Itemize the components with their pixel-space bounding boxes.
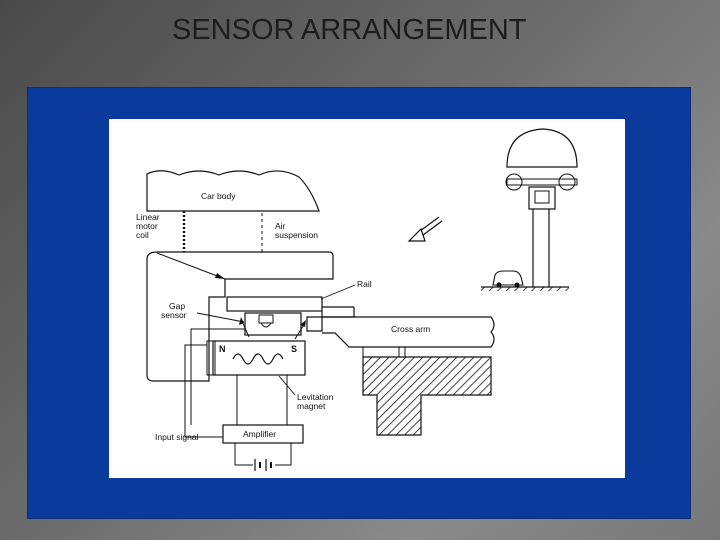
air-suspension-label-1: Air [275, 221, 286, 231]
levitation-magnet-label-1: Levitation [297, 392, 334, 402]
linear-motor-label-2: motor [136, 221, 158, 231]
input-signal-label: Input signal [155, 432, 199, 442]
bogie-frame [146, 251, 334, 382]
magnet-coil [232, 353, 284, 365]
amplifier-label: Amplifier [243, 429, 276, 439]
pole-s-label: S [291, 344, 297, 354]
rail [226, 296, 323, 312]
linear-motor-label-3: coil [136, 230, 149, 240]
guideway-support [362, 356, 492, 436]
gap-sensor-label-2: sensor [161, 310, 187, 320]
car-body-label: Car body [201, 191, 236, 201]
slide-title: SENSOR ARRANGEMENT [172, 14, 527, 46]
cross-arm-label: Cross arm [391, 324, 430, 334]
gap-sensor-box [244, 312, 302, 336]
amplifier-box [222, 424, 304, 444]
maglev-sensor-diagram: Car body Linear motor coil Air suspensio… [136, 128, 578, 471]
cross-arm [322, 316, 495, 348]
diagram-frame: Car body Linear motor coil Air suspensio… [109, 119, 625, 478]
view-direction-arrow [407, 216, 443, 242]
levitation-magnet [212, 340, 306, 376]
rail-label: Rail [357, 279, 372, 289]
pole-n-label: N [219, 344, 226, 354]
linear-motor-label-1: Linear [136, 212, 160, 222]
levitation-magnet-label-2: magnet [297, 401, 326, 411]
overview-vehicle [481, 128, 578, 291]
car-body-shape [146, 170, 320, 212]
gap-sensor-label-1: Gap [169, 301, 185, 311]
air-suspension-label-2: suspension [275, 230, 318, 240]
